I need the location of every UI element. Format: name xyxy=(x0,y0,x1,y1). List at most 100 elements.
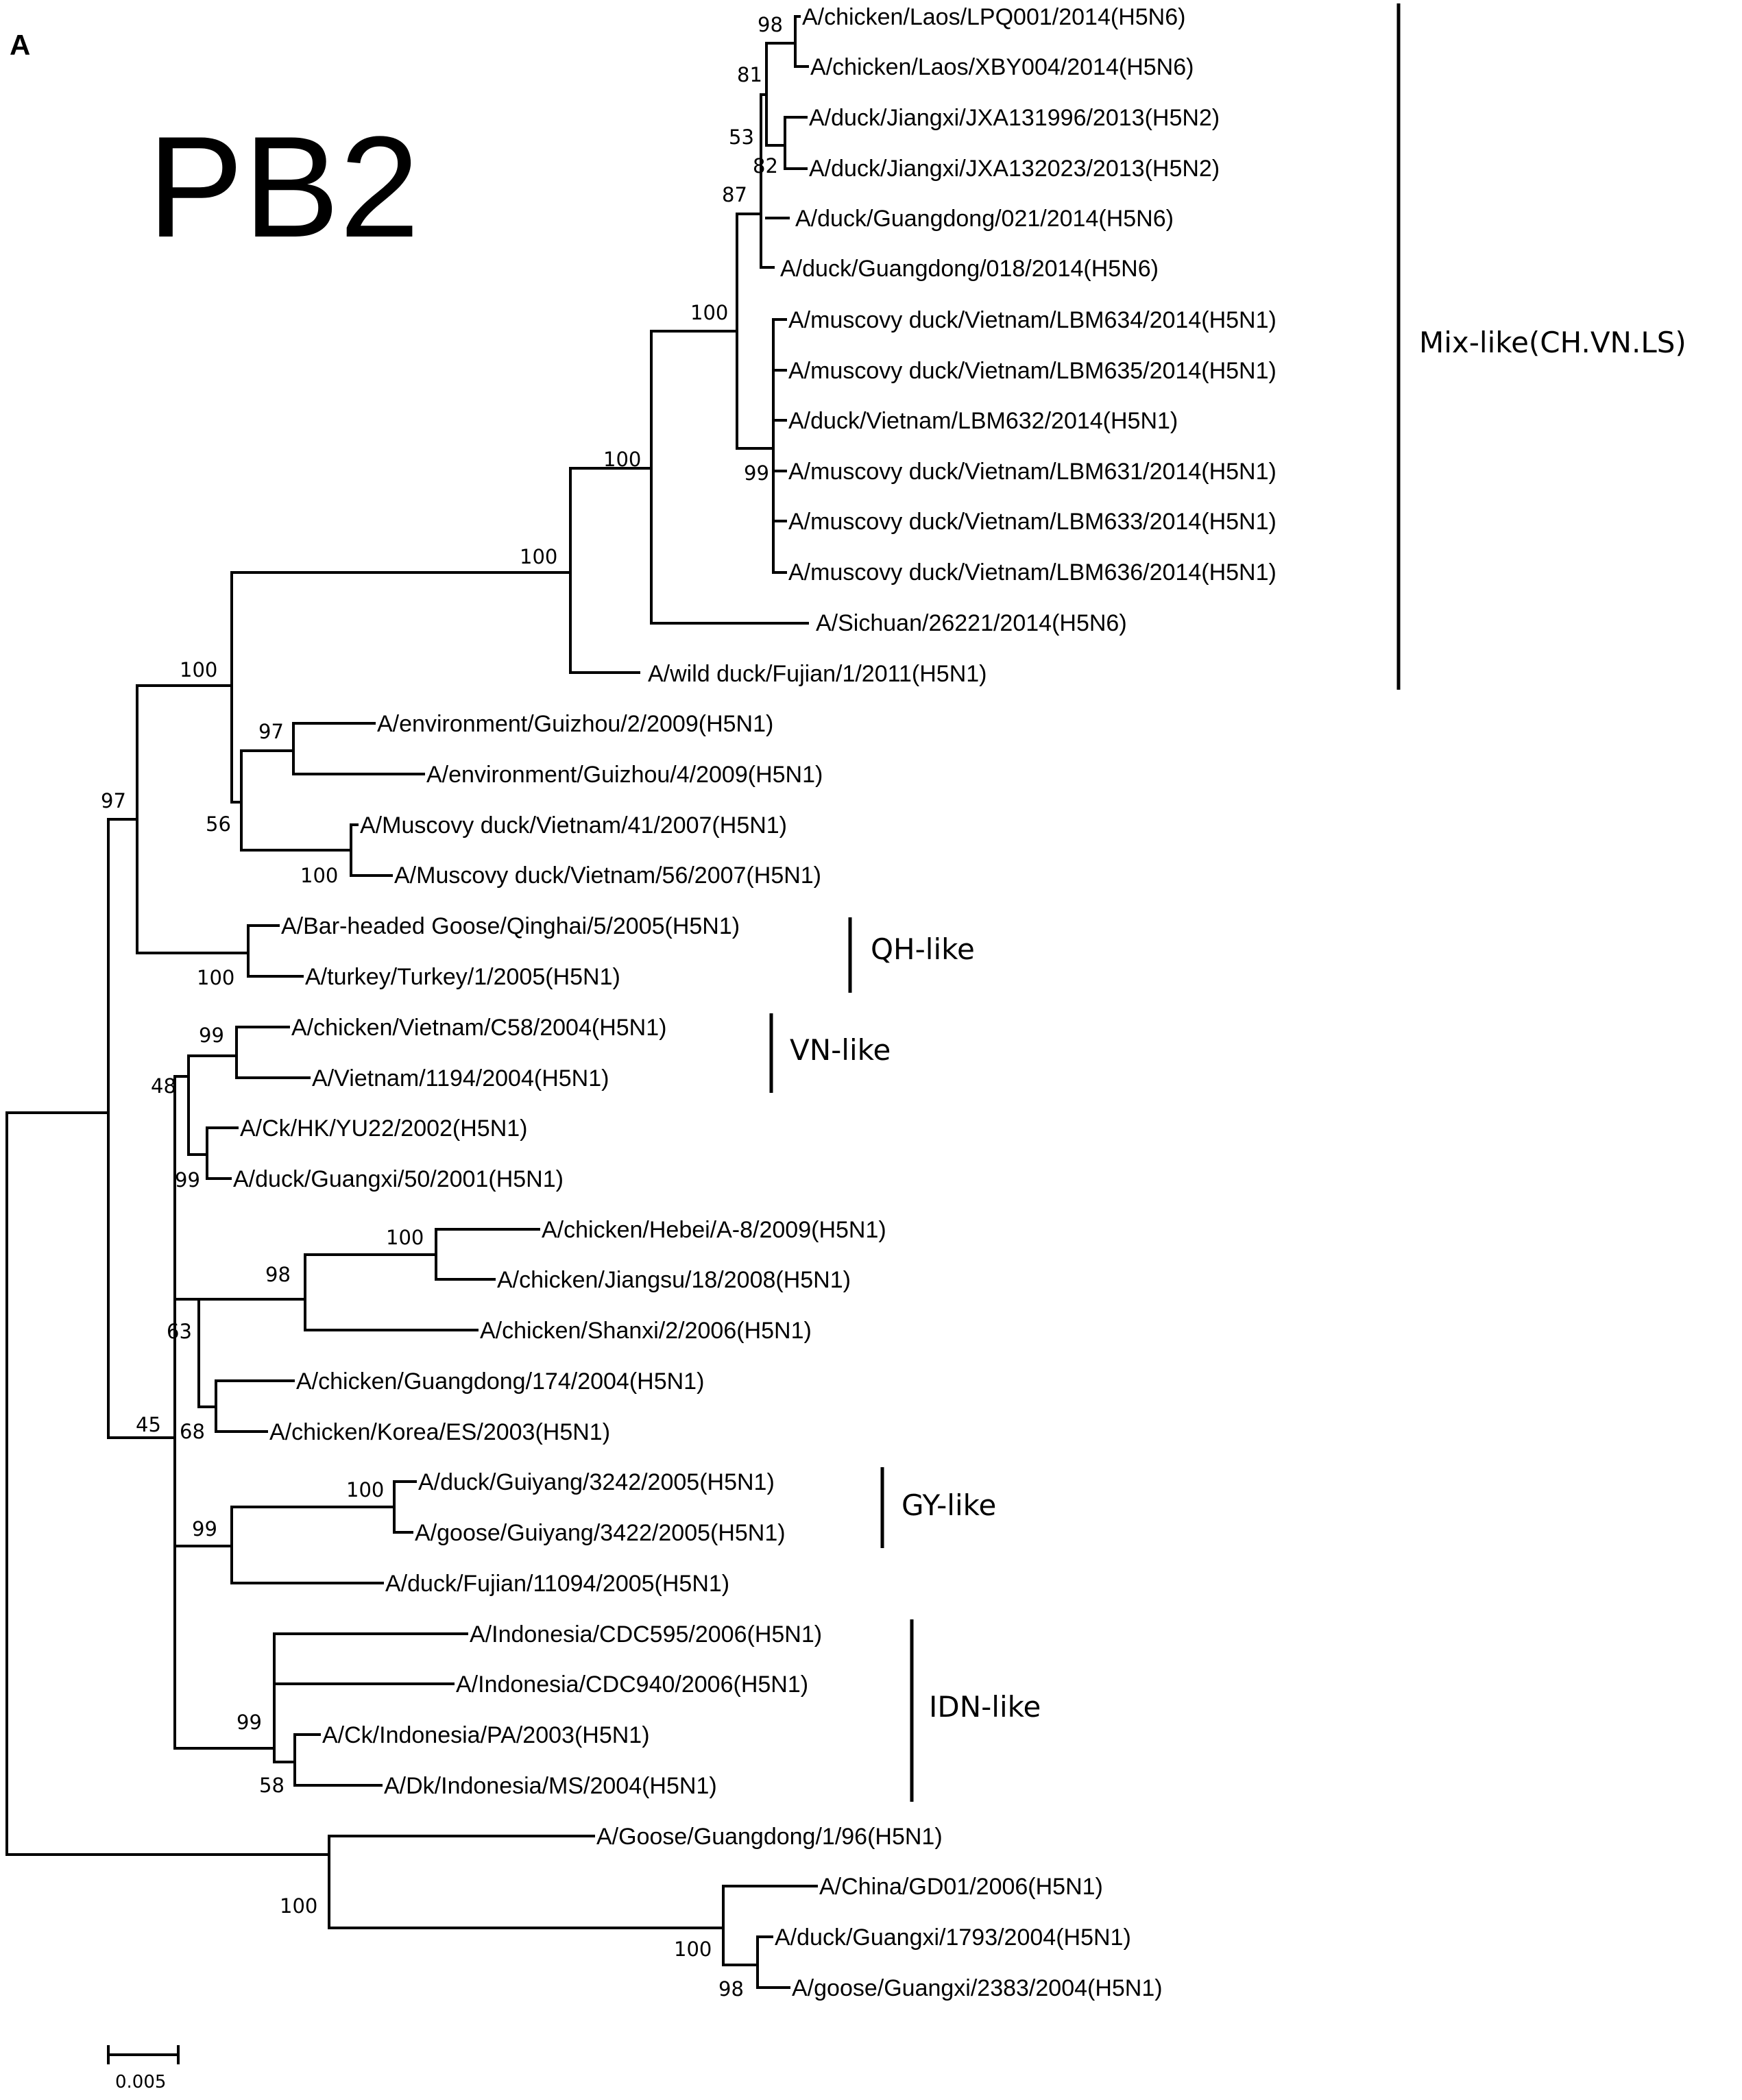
bootstrap-value: 56 xyxy=(206,812,231,836)
clade-label-mix-like: Mix-like(CH.VN.LS) xyxy=(1419,326,1686,359)
taxon-label: A/duck/Guangxi/50/2001(H5N1) xyxy=(233,1166,564,1192)
tree-branch xyxy=(230,1506,396,1584)
bootstrap-value: 99 xyxy=(744,461,769,485)
taxon-label: A/chicken/Jiangsu/18/2008(H5N1) xyxy=(497,1267,851,1293)
tree-branch xyxy=(328,1835,725,1929)
taxon-label: A/chicken/Vietnam/C58/2004(H5N1) xyxy=(291,1015,666,1041)
bootstrap-value: 48 xyxy=(151,1074,176,1098)
bootstrap-value: 82 xyxy=(753,154,778,178)
taxon-label: A/muscovy duck/Vietnam/LBM636/2014(H5N1) xyxy=(788,559,1277,586)
bootstrap-value: 100 xyxy=(346,1478,384,1501)
taxon-label: A/Ck/HK/YU22/2002(H5N1) xyxy=(240,1115,528,1142)
tree-branch xyxy=(187,1054,238,1156)
taxon-label: A/chicken/Shanxi/2/2006(H5N1) xyxy=(480,1318,812,1344)
tree-branches xyxy=(5,15,818,1989)
tree-branch xyxy=(240,749,352,852)
gene-title: PB2 xyxy=(147,106,420,267)
bootstrap-value: 98 xyxy=(758,13,783,36)
tree-branch xyxy=(107,818,176,1439)
bootstrap-value: 99 xyxy=(175,1168,200,1192)
taxon-label: A/duck/Guangdong/021/2014(H5N6) xyxy=(795,206,1174,232)
tree-branch xyxy=(765,42,797,219)
scale-bar-line xyxy=(107,2045,180,2064)
tree-branch xyxy=(569,467,653,674)
tree-branch xyxy=(650,330,809,625)
taxon-label: A/muscovy duck/Vietnam/LBM634/2014(H5N1) xyxy=(788,307,1277,333)
tree-branch xyxy=(136,684,250,954)
taxon-label: A/environment/Guizhou/2/2009(H5N1) xyxy=(377,711,773,737)
bootstrap-value: 100 xyxy=(690,301,728,324)
tree-branch xyxy=(350,823,393,877)
bootstrap-value: 97 xyxy=(101,789,126,812)
bootstrap-value: 100 xyxy=(300,864,338,887)
tree-branch xyxy=(293,1733,383,1787)
bootstrap-value: 99 xyxy=(192,1517,217,1541)
tree-branch xyxy=(292,722,425,775)
taxon-label: A/goose/Guangxi/2383/2004(H5N1) xyxy=(792,1975,1163,2001)
bootstrap-value: 98 xyxy=(718,1977,744,2001)
taxon-label: A/duck/Vietnam/LBM632/2014(H5N1) xyxy=(788,408,1178,434)
tree-branch xyxy=(736,213,775,450)
taxon-label: A/China/GD01/2006(H5N1) xyxy=(819,1874,1103,1900)
taxon-label: A/chicken/Guangdong/174/2004(H5N1) xyxy=(296,1368,704,1395)
taxon-label: A/duck/Fujian/11094/2005(H5N1) xyxy=(385,1571,729,1597)
tree-branch xyxy=(197,1298,306,1408)
taxon-label: A/duck/Guangdong/018/2014(H5N6) xyxy=(780,256,1159,282)
clade-label-qh-like: QH-like xyxy=(871,932,975,966)
taxon-label: A/Goose/Guangdong/1/96(H5N1) xyxy=(596,1824,943,1850)
taxon-label: A/chicken/Laos/XBY004/2014(H5N6) xyxy=(810,54,1194,80)
tree-branch xyxy=(393,1480,417,1534)
taxon-label: A/Muscovy duck/Vietnam/41/2007(H5N1) xyxy=(360,812,787,838)
taxon-label: A/muscovy duck/Vietnam/LBM633/2014(H5N1) xyxy=(788,509,1277,535)
taxon-label: A/muscovy duck/Vietnam/LBM635/2014(H5N1) xyxy=(788,358,1277,384)
taxon-label: A/Dk/Indonesia/MS/2004(H5N1) xyxy=(384,1773,717,1799)
taxon-label: A/Muscovy duck/Vietnam/56/2007(H5N1) xyxy=(394,862,821,889)
scale-bar: 0.005 xyxy=(107,2045,180,2092)
taxon-label: A/duck/Jiangxi/JXA132023/2013(H5N2) xyxy=(809,156,1220,182)
tree-branch xyxy=(206,1126,239,1180)
tree-branch xyxy=(273,1632,468,1763)
tree-branch xyxy=(784,116,808,170)
tree-branch xyxy=(173,1075,276,1750)
bootstrap-value: 99 xyxy=(237,1711,262,1734)
taxon-label: A/duck/Jiangxi/JXA131996/2013(H5N2) xyxy=(809,105,1220,131)
bootstrap-value: 53 xyxy=(729,125,754,149)
bootstrap-value: 98 xyxy=(265,1263,291,1286)
tree-branch xyxy=(230,571,572,804)
bootstrap-value: 97 xyxy=(258,720,284,743)
taxon-label: A/Indonesia/CDC940/2006(H5N1) xyxy=(456,1671,808,1698)
taxon-label: A/muscovy duck/Vietnam/LBM631/2014(H5N1) xyxy=(788,459,1277,485)
taxon-label: A/chicken/Laos/LPQ001/2014(H5N6) xyxy=(802,4,1185,30)
bootstrap-value: 68 xyxy=(180,1420,205,1443)
taxon-label: A/Ck/Indonesia/PA/2003(H5N1) xyxy=(322,1722,650,1748)
bootstrap-values: 98 81 53 82 87 100 99 100 100 100 97 56 … xyxy=(101,13,783,2001)
taxon-label: A/environment/Guizhou/4/2009(H5N1) xyxy=(426,762,823,788)
clade-annotations: Mix-like(CH.VN.LS) QH-like VN-like GY-li… xyxy=(769,3,1686,1802)
tree-branch xyxy=(304,1253,479,1331)
tree-branch xyxy=(247,924,304,978)
panel-label: A xyxy=(10,29,30,61)
bootstrap-value: 100 xyxy=(197,966,234,989)
bootstrap-value: 81 xyxy=(737,63,762,86)
tree-branch xyxy=(756,1935,790,1989)
bootstrap-value: 63 xyxy=(167,1320,192,1343)
tree-branch xyxy=(794,15,809,68)
taxon-label: A/chicken/Korea/ES/2003(H5N1) xyxy=(269,1419,610,1445)
clade-label-idn-like: IDN-like xyxy=(929,1690,1041,1724)
taxon-label: A/duck/Guiyang/3242/2005(H5N1) xyxy=(418,1469,775,1495)
tree-branch xyxy=(772,318,787,574)
taxon-label: A/turkey/Turkey/1/2005(H5N1) xyxy=(305,964,620,990)
bootstrap-value: 58 xyxy=(259,1774,285,1797)
bootstrap-value: 100 xyxy=(280,1894,317,1918)
taxon-label: A/Indonesia/CDC595/2006(H5N1) xyxy=(470,1621,822,1648)
tree-branch xyxy=(5,1111,330,1856)
taxon-label: A/Bar-headed Goose/Qinghai/5/2005(H5N1) xyxy=(281,913,740,939)
taxon-labels: A/chicken/Laos/LPQ001/2014(H5N6) A/chick… xyxy=(233,4,1277,2001)
bootstrap-value: 100 xyxy=(180,658,217,681)
taxon-label: A/goose/Guiyang/3422/2005(H5N1) xyxy=(415,1520,786,1546)
bootstrap-value: 99 xyxy=(199,1024,224,1047)
taxon-label: A/wild duck/Fujian/1/2011(H5N1) xyxy=(648,661,987,687)
bootstrap-value: 45 xyxy=(136,1413,161,1436)
tree-branch xyxy=(235,1026,311,1079)
